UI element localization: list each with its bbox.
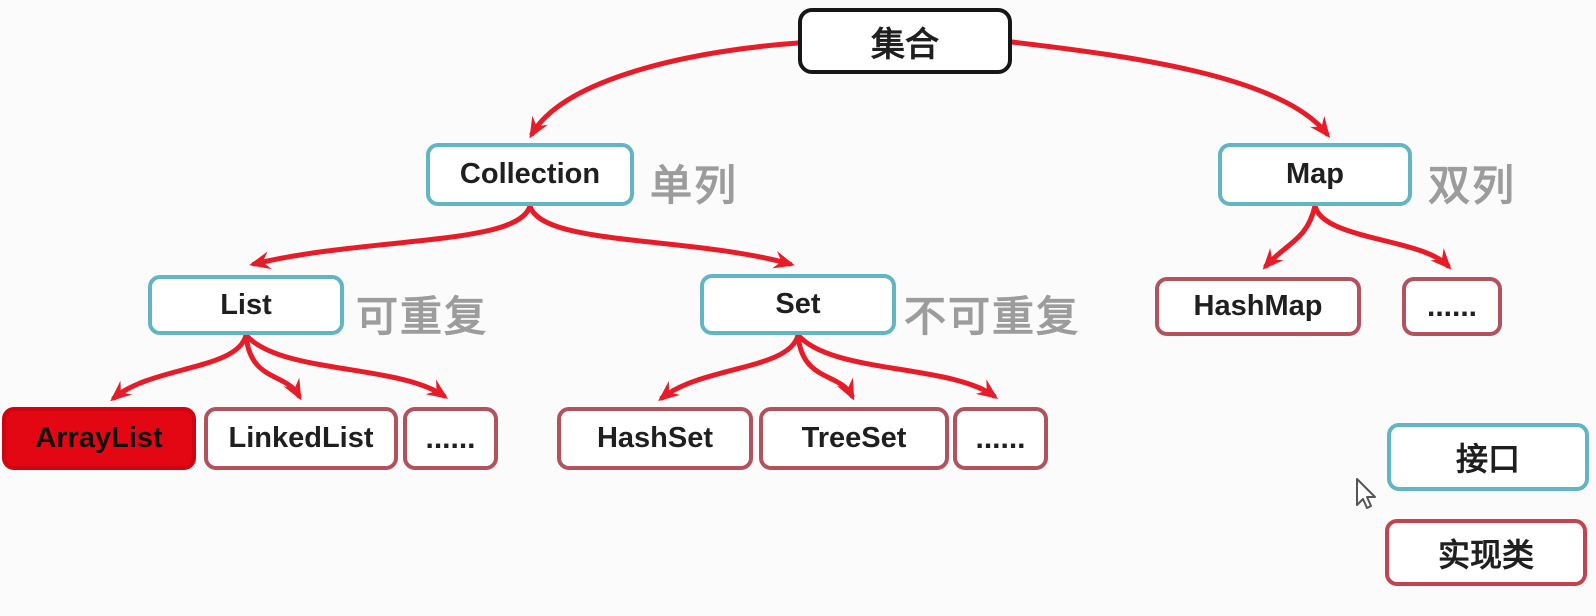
- node-set: Set: [700, 274, 896, 335]
- edge-root-collection: [529, 40, 801, 139]
- edge-set-treeset: [795, 332, 855, 401]
- legend-interface: 接口: [1387, 423, 1589, 491]
- edge-set-hashset: [658, 332, 801, 402]
- annotation-double-column: 双列: [1428, 162, 1517, 209]
- edge-collection-list: [249, 203, 533, 270]
- node-hashset-label: HashSet: [596, 422, 714, 454]
- node-treeset: TreeSet: [759, 407, 949, 470]
- node-map-label: Map: [1286, 158, 1344, 190]
- node-map-more: ......: [1402, 277, 1502, 336]
- edge-root-map: [1009, 39, 1331, 138]
- node-linkedlist: LinkedList: [204, 407, 398, 470]
- edge-list-arraylist: [110, 332, 249, 402]
- node-map: Map: [1218, 143, 1412, 206]
- node-linkedlist-label: LinkedList: [228, 422, 374, 454]
- annotation-not-repeatable: 不可重复: [904, 293, 1081, 340]
- node-collection: Collection: [426, 143, 634, 206]
- edge-collection-set: [527, 203, 795, 269]
- mouse-cursor-icon: [1356, 478, 1376, 509]
- annotation-repeatable: 可重复: [356, 293, 489, 340]
- legend-interface-label: 接口: [1455, 441, 1520, 477]
- node-set-more: ......: [953, 407, 1048, 470]
- node-root-label: 集合: [871, 25, 939, 64]
- legend-implementation-class: 实现类: [1385, 519, 1587, 586]
- node-list-label: List: [220, 288, 272, 321]
- legend-implementation-label: 实现类: [1437, 536, 1534, 573]
- node-set-more-label: ......: [975, 421, 1026, 455]
- node-hashset: HashSet: [557, 407, 753, 470]
- edge-map-more: [1312, 203, 1452, 270]
- annotation-single-column: 单列: [650, 162, 739, 209]
- node-hashmap-label: HashMap: [1193, 290, 1323, 322]
- node-list-more-label: ......: [425, 421, 476, 455]
- node-list: List: [148, 275, 344, 335]
- node-root-jihe: 集合: [798, 8, 1012, 74]
- edge-list-linkedlist: [243, 332, 302, 401]
- node-arraylist-label: ArrayList: [35, 422, 163, 454]
- edge-set-more: [795, 332, 999, 399]
- node-collection-label: Collection: [459, 158, 601, 190]
- node-map-more-label: ......: [1426, 289, 1477, 323]
- node-arraylist: ArrayList: [2, 407, 196, 470]
- edge-map-hashmap: [1262, 203, 1318, 270]
- node-set-label: Set: [775, 288, 821, 320]
- edge-list-more: [243, 332, 449, 399]
- node-hashmap: HashMap: [1155, 277, 1361, 336]
- node-treeset-label: TreeSet: [801, 422, 907, 454]
- node-list-more: ......: [403, 407, 498, 470]
